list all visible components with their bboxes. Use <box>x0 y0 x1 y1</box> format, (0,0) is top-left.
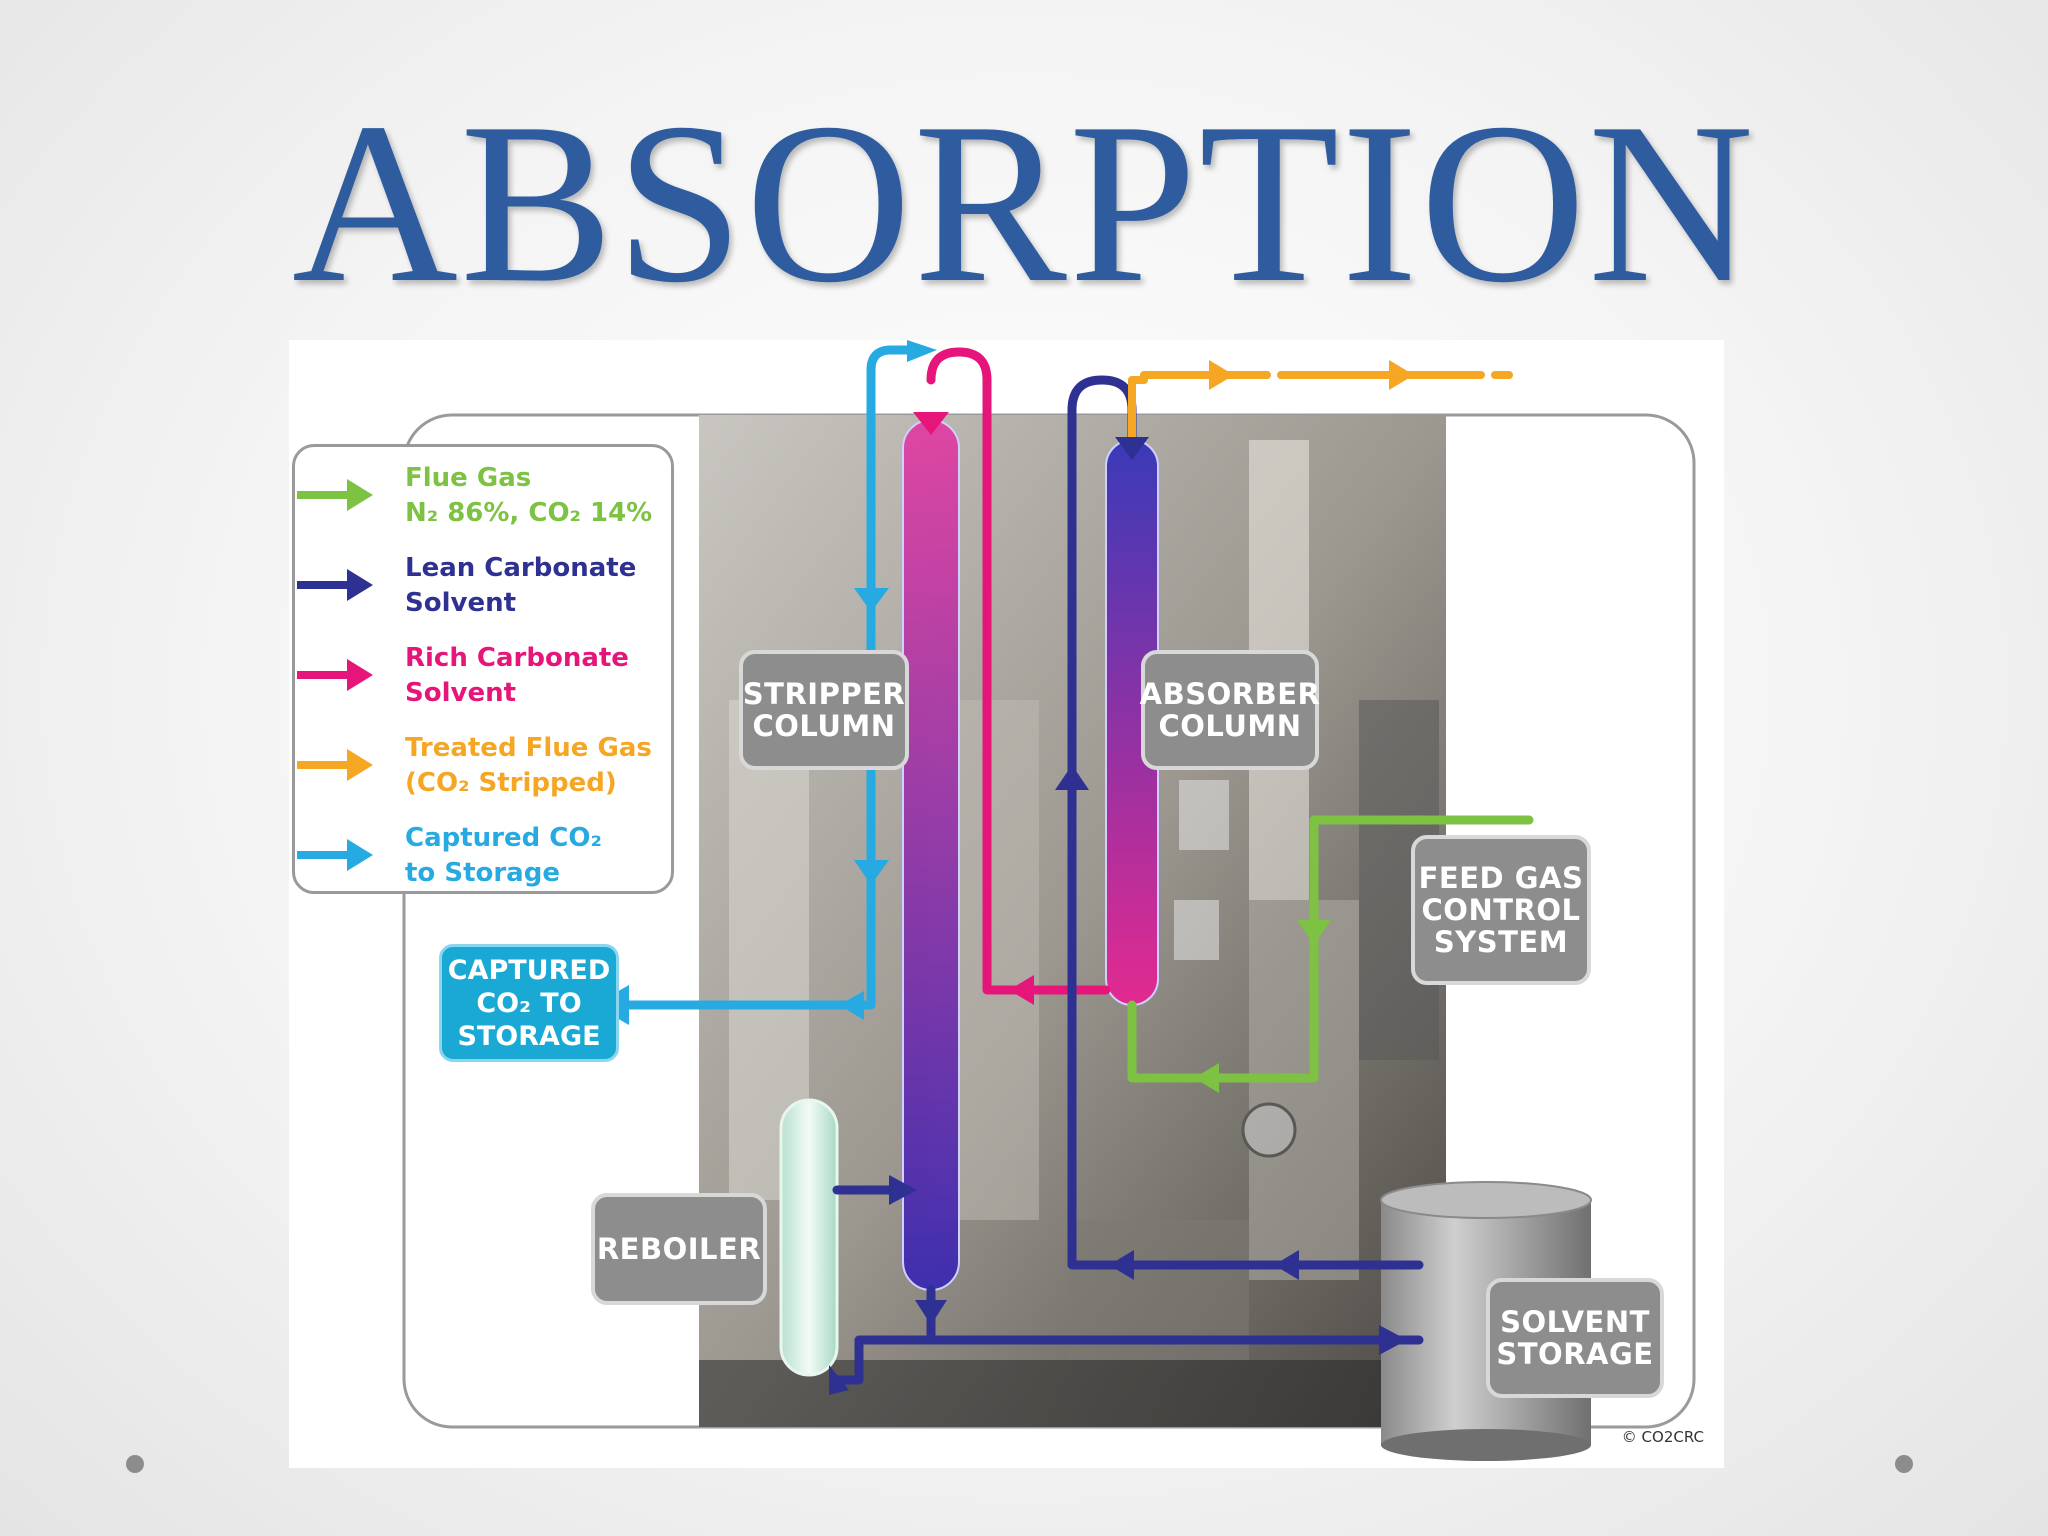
stripper-column-label: STRIPPER COLUMN <box>739 650 909 770</box>
feed-gas-control-label: FEED GAS CONTROL SYSTEM <box>1411 835 1591 985</box>
arrow-right-icon <box>297 839 373 871</box>
captured-co2-label: CAPTURED CO₂ TO STORAGE <box>439 944 619 1062</box>
slide-title: ABSORPTION <box>291 75 1757 330</box>
stripper-column <box>902 419 960 1291</box>
flue-gas-line <box>1127 815 1534 1083</box>
treated-gas-line <box>1128 371 1513 444</box>
arrow-right-icon <box>297 479 373 511</box>
reboiler-vessel <box>779 1098 839 1377</box>
arrow-right-icon <box>297 749 373 781</box>
arrow-right-icon <box>297 569 373 601</box>
copyright-text: © CO2CRC <box>1621 1428 1704 1446</box>
reboiler-label: REBOILER <box>591 1193 767 1305</box>
arrow-right-icon <box>297 659 373 691</box>
photo-equipment <box>699 440 1446 1427</box>
captured-co2-line <box>866 345 912 945</box>
bullet-left <box>126 1455 144 1473</box>
bullet-right <box>1895 1455 1913 1473</box>
rich-solvent-line <box>926 347 1111 995</box>
solvent-storage-label: SOLVENT STORAGE <box>1486 1278 1664 1398</box>
absorber-column-label: ABSORBER COLUMN <box>1140 650 1320 770</box>
process-flow-svg <box>402 340 1696 1461</box>
